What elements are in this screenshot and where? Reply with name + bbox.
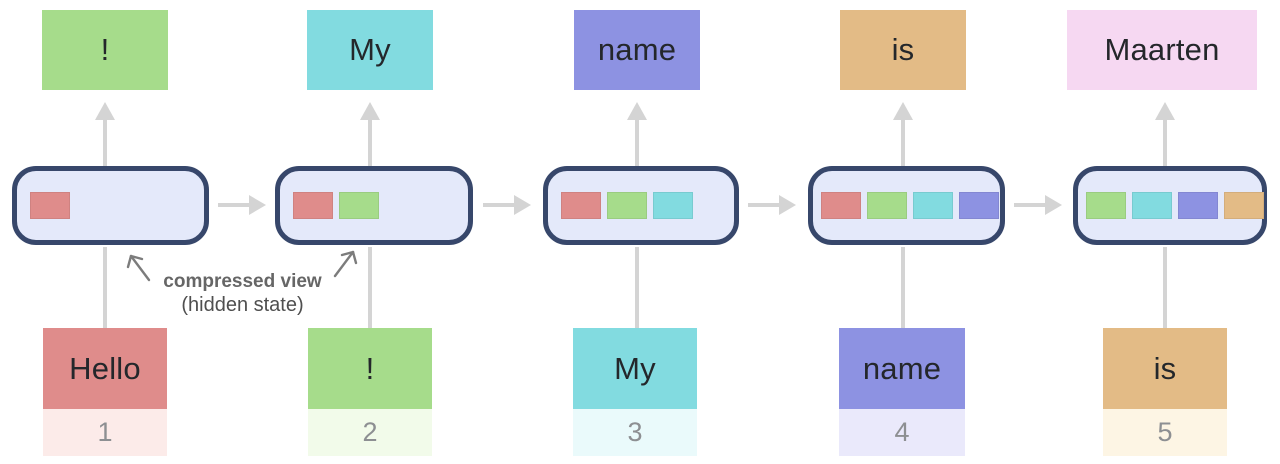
annotation-arrow-left-icon bbox=[126, 254, 151, 282]
output-token-2: My bbox=[307, 10, 433, 90]
hidden-chip-red bbox=[30, 192, 70, 219]
state-arrow-line-1 bbox=[218, 203, 249, 207]
hidden-chip-red bbox=[561, 192, 601, 219]
output-token-4: is bbox=[840, 10, 966, 90]
state-arrow-line-3 bbox=[748, 203, 779, 207]
hidden-state-box-1 bbox=[12, 166, 209, 245]
output-arrow-head-2 bbox=[360, 102, 380, 120]
state-arrow-head-1 bbox=[249, 195, 266, 215]
hidden-chip-purple bbox=[1178, 192, 1218, 219]
position-number-5: 5 bbox=[1103, 409, 1227, 456]
output-arrow-head-1 bbox=[95, 102, 115, 120]
output-arrow-line-5 bbox=[1163, 120, 1167, 166]
output-arrow-line-3 bbox=[635, 120, 639, 166]
output-arrow-line-4 bbox=[901, 120, 905, 166]
annotation-subtitle: (hidden state) bbox=[181, 294, 304, 316]
input-token-4: name bbox=[839, 328, 965, 409]
input-connector-line-2 bbox=[368, 247, 372, 328]
state-arrow-head-3 bbox=[779, 195, 796, 215]
state-arrow-head-4 bbox=[1045, 195, 1062, 215]
hidden-state-box-2 bbox=[275, 166, 473, 245]
hidden-chip-green bbox=[867, 192, 907, 219]
hidden-chip-cyan bbox=[913, 192, 953, 219]
input-token-5: is bbox=[1103, 328, 1227, 409]
output-arrow-head-4 bbox=[893, 102, 913, 120]
hidden-chip-cyan bbox=[1132, 192, 1172, 219]
output-arrow-head-3 bbox=[627, 102, 647, 120]
input-connector-line-4 bbox=[901, 247, 905, 328]
hidden-chip-green bbox=[607, 192, 647, 219]
state-arrow-line-4 bbox=[1014, 203, 1045, 207]
annotation-arrow-right-icon bbox=[333, 250, 358, 278]
hidden-chip-tan bbox=[1224, 192, 1264, 219]
hidden-chip-cyan bbox=[653, 192, 693, 219]
input-connector-line-5 bbox=[1163, 247, 1167, 328]
position-number-1: 1 bbox=[43, 409, 167, 456]
position-number-3: 3 bbox=[573, 409, 697, 456]
output-token-3: name bbox=[574, 10, 700, 90]
input-connector-line-1 bbox=[103, 247, 107, 328]
hidden-chip-green bbox=[339, 192, 379, 219]
annotation-title: compressed view bbox=[163, 271, 322, 292]
input-token-2: ! bbox=[308, 328, 432, 409]
hidden-chip-green bbox=[1086, 192, 1126, 219]
input-token-1: Hello bbox=[43, 328, 167, 409]
output-arrow-head-5 bbox=[1155, 102, 1175, 120]
input-token-3: My bbox=[573, 328, 697, 409]
output-arrow-line-2 bbox=[368, 120, 372, 166]
state-arrow-head-2 bbox=[514, 195, 531, 215]
state-arrow-line-2 bbox=[483, 203, 514, 207]
hidden-chip-purple bbox=[959, 192, 999, 219]
hidden-state-box-5 bbox=[1073, 166, 1267, 245]
hidden-chip-red bbox=[821, 192, 861, 219]
hidden-state-box-3 bbox=[543, 166, 739, 245]
hidden-state-box-4 bbox=[808, 166, 1005, 245]
hidden-chip-red bbox=[293, 192, 333, 219]
position-number-2: 2 bbox=[308, 409, 432, 456]
input-connector-line-3 bbox=[635, 247, 639, 328]
output-token-1: ! bbox=[42, 10, 168, 90]
output-token-5: Maarten bbox=[1067, 10, 1257, 90]
output-arrow-line-1 bbox=[103, 120, 107, 166]
position-number-4: 4 bbox=[839, 409, 965, 456]
